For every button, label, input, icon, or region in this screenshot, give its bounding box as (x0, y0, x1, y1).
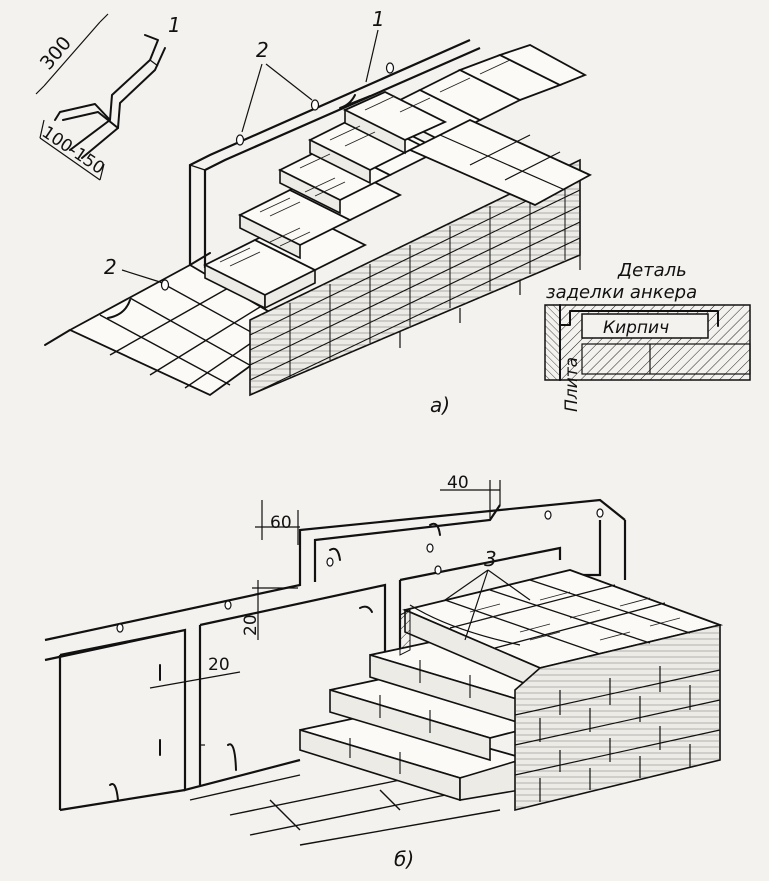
stepped-courses-a (202, 44, 593, 310)
anchor-detail-inset (544, 304, 751, 381)
detail-slab-label: Плита (562, 357, 582, 412)
dim-line-100-150 (39, 137, 101, 181)
callout-3: 3 (484, 547, 497, 571)
dim-300-label: 300 (36, 32, 76, 74)
dim-60 (255, 500, 300, 545)
detail-title-line1: Деталь (617, 260, 687, 281)
dim-100-150-label: 100-150 (38, 122, 108, 178)
callout-3-leaders (409, 569, 531, 646)
dim-20-horizontal-label: 20 (208, 655, 230, 675)
part-b: 60 40 20 20 (44, 473, 724, 871)
frame-holes-b (116, 508, 604, 633)
anchor-ties-frame (107, 62, 395, 319)
brick-block-b (299, 569, 724, 812)
callout-2-top: 2 (256, 38, 269, 62)
floor-b (189, 774, 501, 846)
dim-line-300 (43, 21, 101, 87)
anchor-sketch (35, 13, 166, 181)
dim-20-horizontal (149, 671, 241, 689)
callout-1-mid: 1 (372, 7, 385, 31)
detail-brick-box (581, 313, 709, 339)
part-a: 300 100-150 1 (35, 7, 751, 417)
brick-wall-a (249, 158, 581, 397)
frame-beams-b (44, 480, 627, 812)
callout-1-top: 1 (168, 13, 181, 37)
anchor-hook-left (107, 299, 131, 319)
anchor-hooks-b (109, 522, 441, 801)
detail-brick-label: Кирпич (603, 318, 669, 338)
dim-20-vertical-label: 20 (241, 614, 261, 636)
part-b-label: б) (394, 847, 414, 871)
callout-2-left: 2 (104, 255, 117, 279)
detail-title-line2: заделки анкера (546, 282, 697, 303)
dim-20-vertical (252, 580, 298, 640)
dim-40-label: 40 (447, 473, 469, 493)
dim-60-label: 60 (270, 513, 292, 533)
anchor-hook-top (339, 94, 371, 109)
part-a-label: а) (430, 393, 450, 417)
